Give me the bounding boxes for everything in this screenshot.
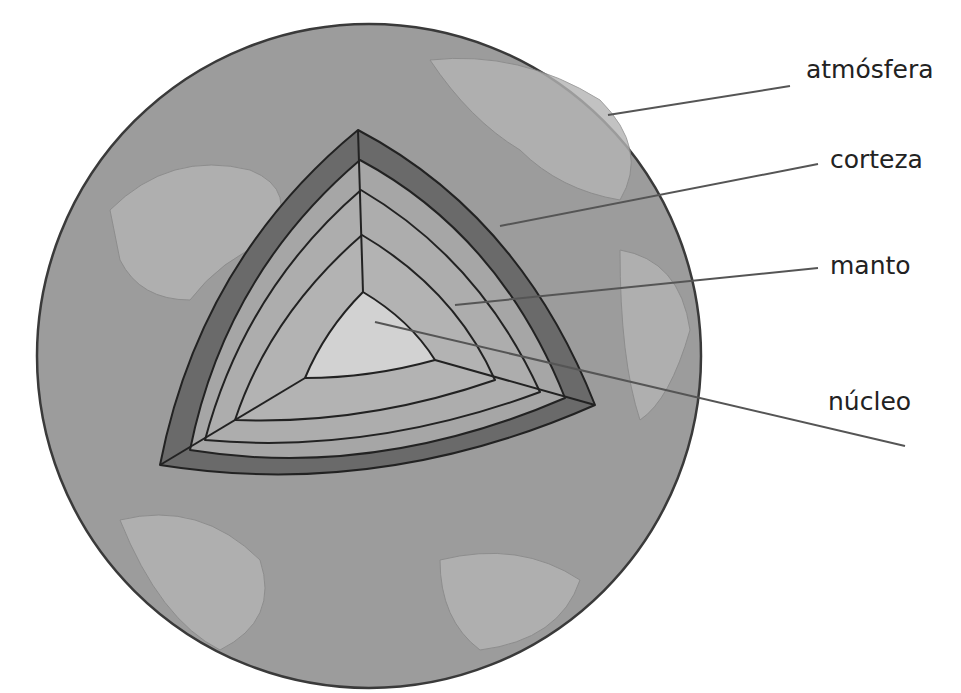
mantle-layer [205, 190, 540, 443]
part-label: corteza [830, 146, 923, 174]
continents [110, 58, 690, 650]
leader-line [608, 86, 790, 115]
part-label: manto [830, 252, 911, 280]
part-label: núcleo [828, 388, 911, 416]
mantle-layer [235, 235, 495, 421]
cut-edge [358, 130, 363, 292]
crust-layer [160, 130, 595, 474]
leader-line [455, 268, 818, 305]
earth-sphere [37, 24, 701, 688]
leader-line [375, 322, 905, 446]
cut-edge [435, 360, 595, 405]
leader-lines [375, 86, 905, 446]
core-layer [305, 292, 435, 378]
cutaway-layers [160, 130, 595, 474]
cut-edge [160, 378, 305, 465]
part-label: atmósfera [806, 56, 934, 84]
leader-line [500, 164, 818, 226]
